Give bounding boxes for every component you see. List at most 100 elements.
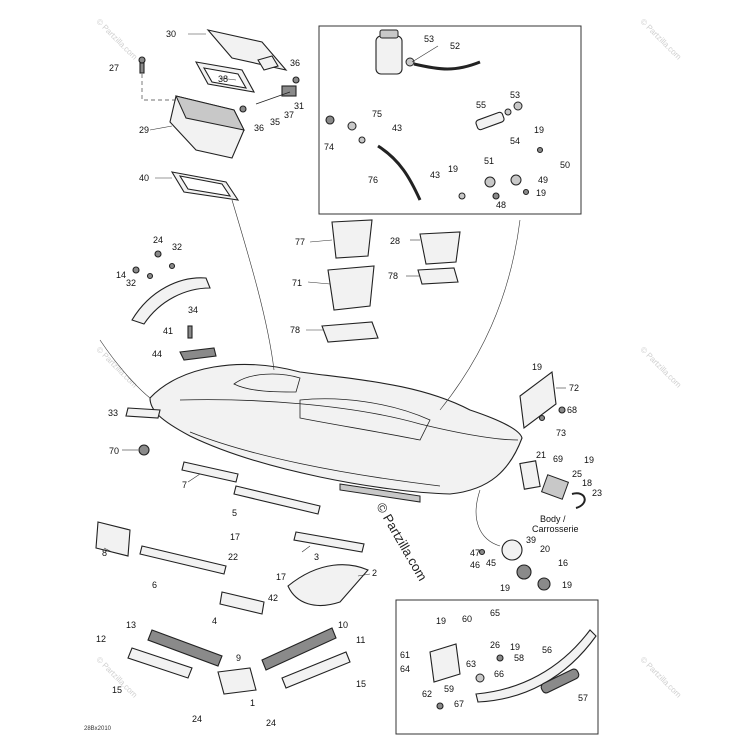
callout-67[interactable]: 67	[454, 699, 464, 709]
callout-36[interactable]: 36	[254, 123, 264, 133]
callout-26[interactable]: 26	[490, 640, 500, 650]
bolt-62[interactable]	[436, 702, 444, 710]
callout-16[interactable]: 16	[558, 558, 568, 568]
callout-70[interactable]: 70	[109, 446, 119, 456]
callout-37[interactable]: 37	[284, 110, 294, 120]
callout-19[interactable]: 19	[532, 362, 542, 372]
callout-61[interactable]: 61	[400, 650, 410, 660]
callout-28[interactable]: 28	[390, 236, 400, 246]
ring-39[interactable]	[501, 539, 523, 561]
callout-35[interactable]: 35	[270, 117, 280, 127]
callout-18[interactable]: 18	[582, 478, 592, 488]
callout-73[interactable]: 73	[556, 428, 566, 438]
pad-2[interactable]	[287, 564, 369, 606]
bushing-66[interactable]	[475, 673, 485, 683]
step-bracket-61[interactable]	[429, 643, 461, 683]
callout-1[interactable]: 1	[250, 698, 255, 708]
grab-handle-34[interactable]	[131, 277, 211, 325]
callout-31[interactable]: 31	[294, 101, 304, 111]
washer-75[interactable]	[347, 121, 357, 131]
callout-68[interactable]: 68	[567, 405, 577, 415]
container-28[interactable]	[419, 231, 461, 265]
callout-20[interactable]: 20	[540, 544, 550, 554]
callout-32[interactable]: 32	[172, 242, 182, 252]
bolt-41[interactable]	[187, 325, 193, 339]
callout-19[interactable]: 19	[536, 188, 546, 198]
callout-30[interactable]: 30	[166, 29, 176, 39]
callout-24[interactable]: 24	[266, 718, 276, 728]
strip-5[interactable]	[233, 485, 321, 515]
callout-39[interactable]: 39	[526, 535, 536, 545]
callout-15[interactable]: 15	[356, 679, 366, 689]
bin-lid-latch[interactable]	[257, 55, 279, 71]
callout-9[interactable]: 9	[236, 653, 241, 663]
callout-41[interactable]: 41	[163, 326, 173, 336]
nut-68[interactable]	[558, 406, 566, 414]
callout-54[interactable]: 54	[510, 136, 520, 146]
callout-42[interactable]: 42	[268, 593, 278, 603]
container-77[interactable]	[331, 219, 373, 259]
sponson-12[interactable]	[127, 647, 193, 679]
callout-66[interactable]: 66	[494, 669, 504, 679]
bracket-72[interactable]	[519, 370, 557, 430]
bracket-44[interactable]	[179, 347, 217, 361]
callout-36[interactable]: 36	[290, 58, 300, 68]
sponson-13[interactable]	[147, 629, 223, 667]
callout-50[interactable]: 50	[560, 160, 570, 170]
callout-48[interactable]: 48	[496, 200, 506, 210]
callout-5[interactable]: 5	[232, 508, 237, 518]
plate-21[interactable]	[519, 460, 541, 490]
callout-8[interactable]: 8	[102, 548, 107, 558]
strip-8[interactable]	[95, 521, 131, 557]
callout-13[interactable]: 13	[126, 620, 136, 630]
callout-23[interactable]: 23	[592, 488, 602, 498]
pump-hose-52[interactable]	[413, 60, 481, 71]
callout-69[interactable]: 69	[553, 454, 563, 464]
callout-38[interactable]: 38	[218, 74, 228, 84]
bolt-27[interactable]	[138, 56, 146, 64]
callout-46[interactable]: 46	[470, 560, 480, 570]
drain-plug-20[interactable]	[516, 564, 532, 580]
callout-78[interactable]: 78	[388, 271, 398, 281]
callout-19[interactable]: 19	[500, 583, 510, 593]
washer-14[interactable]	[132, 266, 140, 274]
callout-7[interactable]: 7	[182, 480, 187, 490]
u-bolt-23[interactable]	[571, 492, 586, 509]
drain-plug-16[interactable]	[537, 577, 551, 591]
callout-65[interactable]: 65	[490, 608, 500, 618]
screw-58[interactable]	[496, 654, 504, 662]
callout-15[interactable]: 15	[112, 685, 122, 695]
callout-24[interactable]: 24	[153, 235, 163, 245]
callout-11[interactable]: 11	[356, 635, 365, 645]
callout-27[interactable]: 27	[109, 63, 119, 73]
washer-43b[interactable]	[458, 192, 466, 200]
callout-40[interactable]: 40	[139, 173, 149, 183]
callout-51[interactable]: 51	[484, 156, 494, 166]
strip-7[interactable]	[181, 461, 239, 483]
callout-52[interactable]: 52	[450, 41, 460, 51]
callout-19[interactable]: 19	[436, 616, 446, 626]
bilge-pump[interactable]	[375, 35, 403, 75]
screw-32b[interactable]	[146, 272, 154, 280]
nut-70[interactable]	[138, 444, 150, 456]
callout-53[interactable]: 53	[510, 90, 520, 100]
callout-19[interactable]: 19	[534, 125, 544, 135]
gasket-78a[interactable]	[321, 321, 379, 343]
callout-58[interactable]: 58	[514, 653, 524, 663]
washer-43a[interactable]	[358, 136, 366, 144]
callout-24[interactable]: 24	[192, 714, 202, 724]
strip-6[interactable]	[139, 545, 227, 575]
callout-2[interactable]: 2	[372, 568, 377, 578]
callout-12[interactable]: 12	[96, 634, 106, 644]
callout-72[interactable]: 72	[569, 383, 579, 393]
callout-25[interactable]: 25	[572, 469, 582, 479]
screw-24[interactable]	[154, 250, 162, 258]
sponson-11[interactable]	[281, 651, 351, 689]
callout-4[interactable]: 4	[212, 616, 217, 626]
callout-17[interactable]: 17	[276, 572, 286, 582]
callout-64[interactable]: 64	[400, 664, 410, 674]
callout-3[interactable]: 3	[314, 552, 319, 562]
callout-57[interactable]: 57	[578, 693, 588, 703]
callout-32[interactable]: 32	[126, 278, 136, 288]
callout-19[interactable]: 19	[562, 580, 572, 590]
